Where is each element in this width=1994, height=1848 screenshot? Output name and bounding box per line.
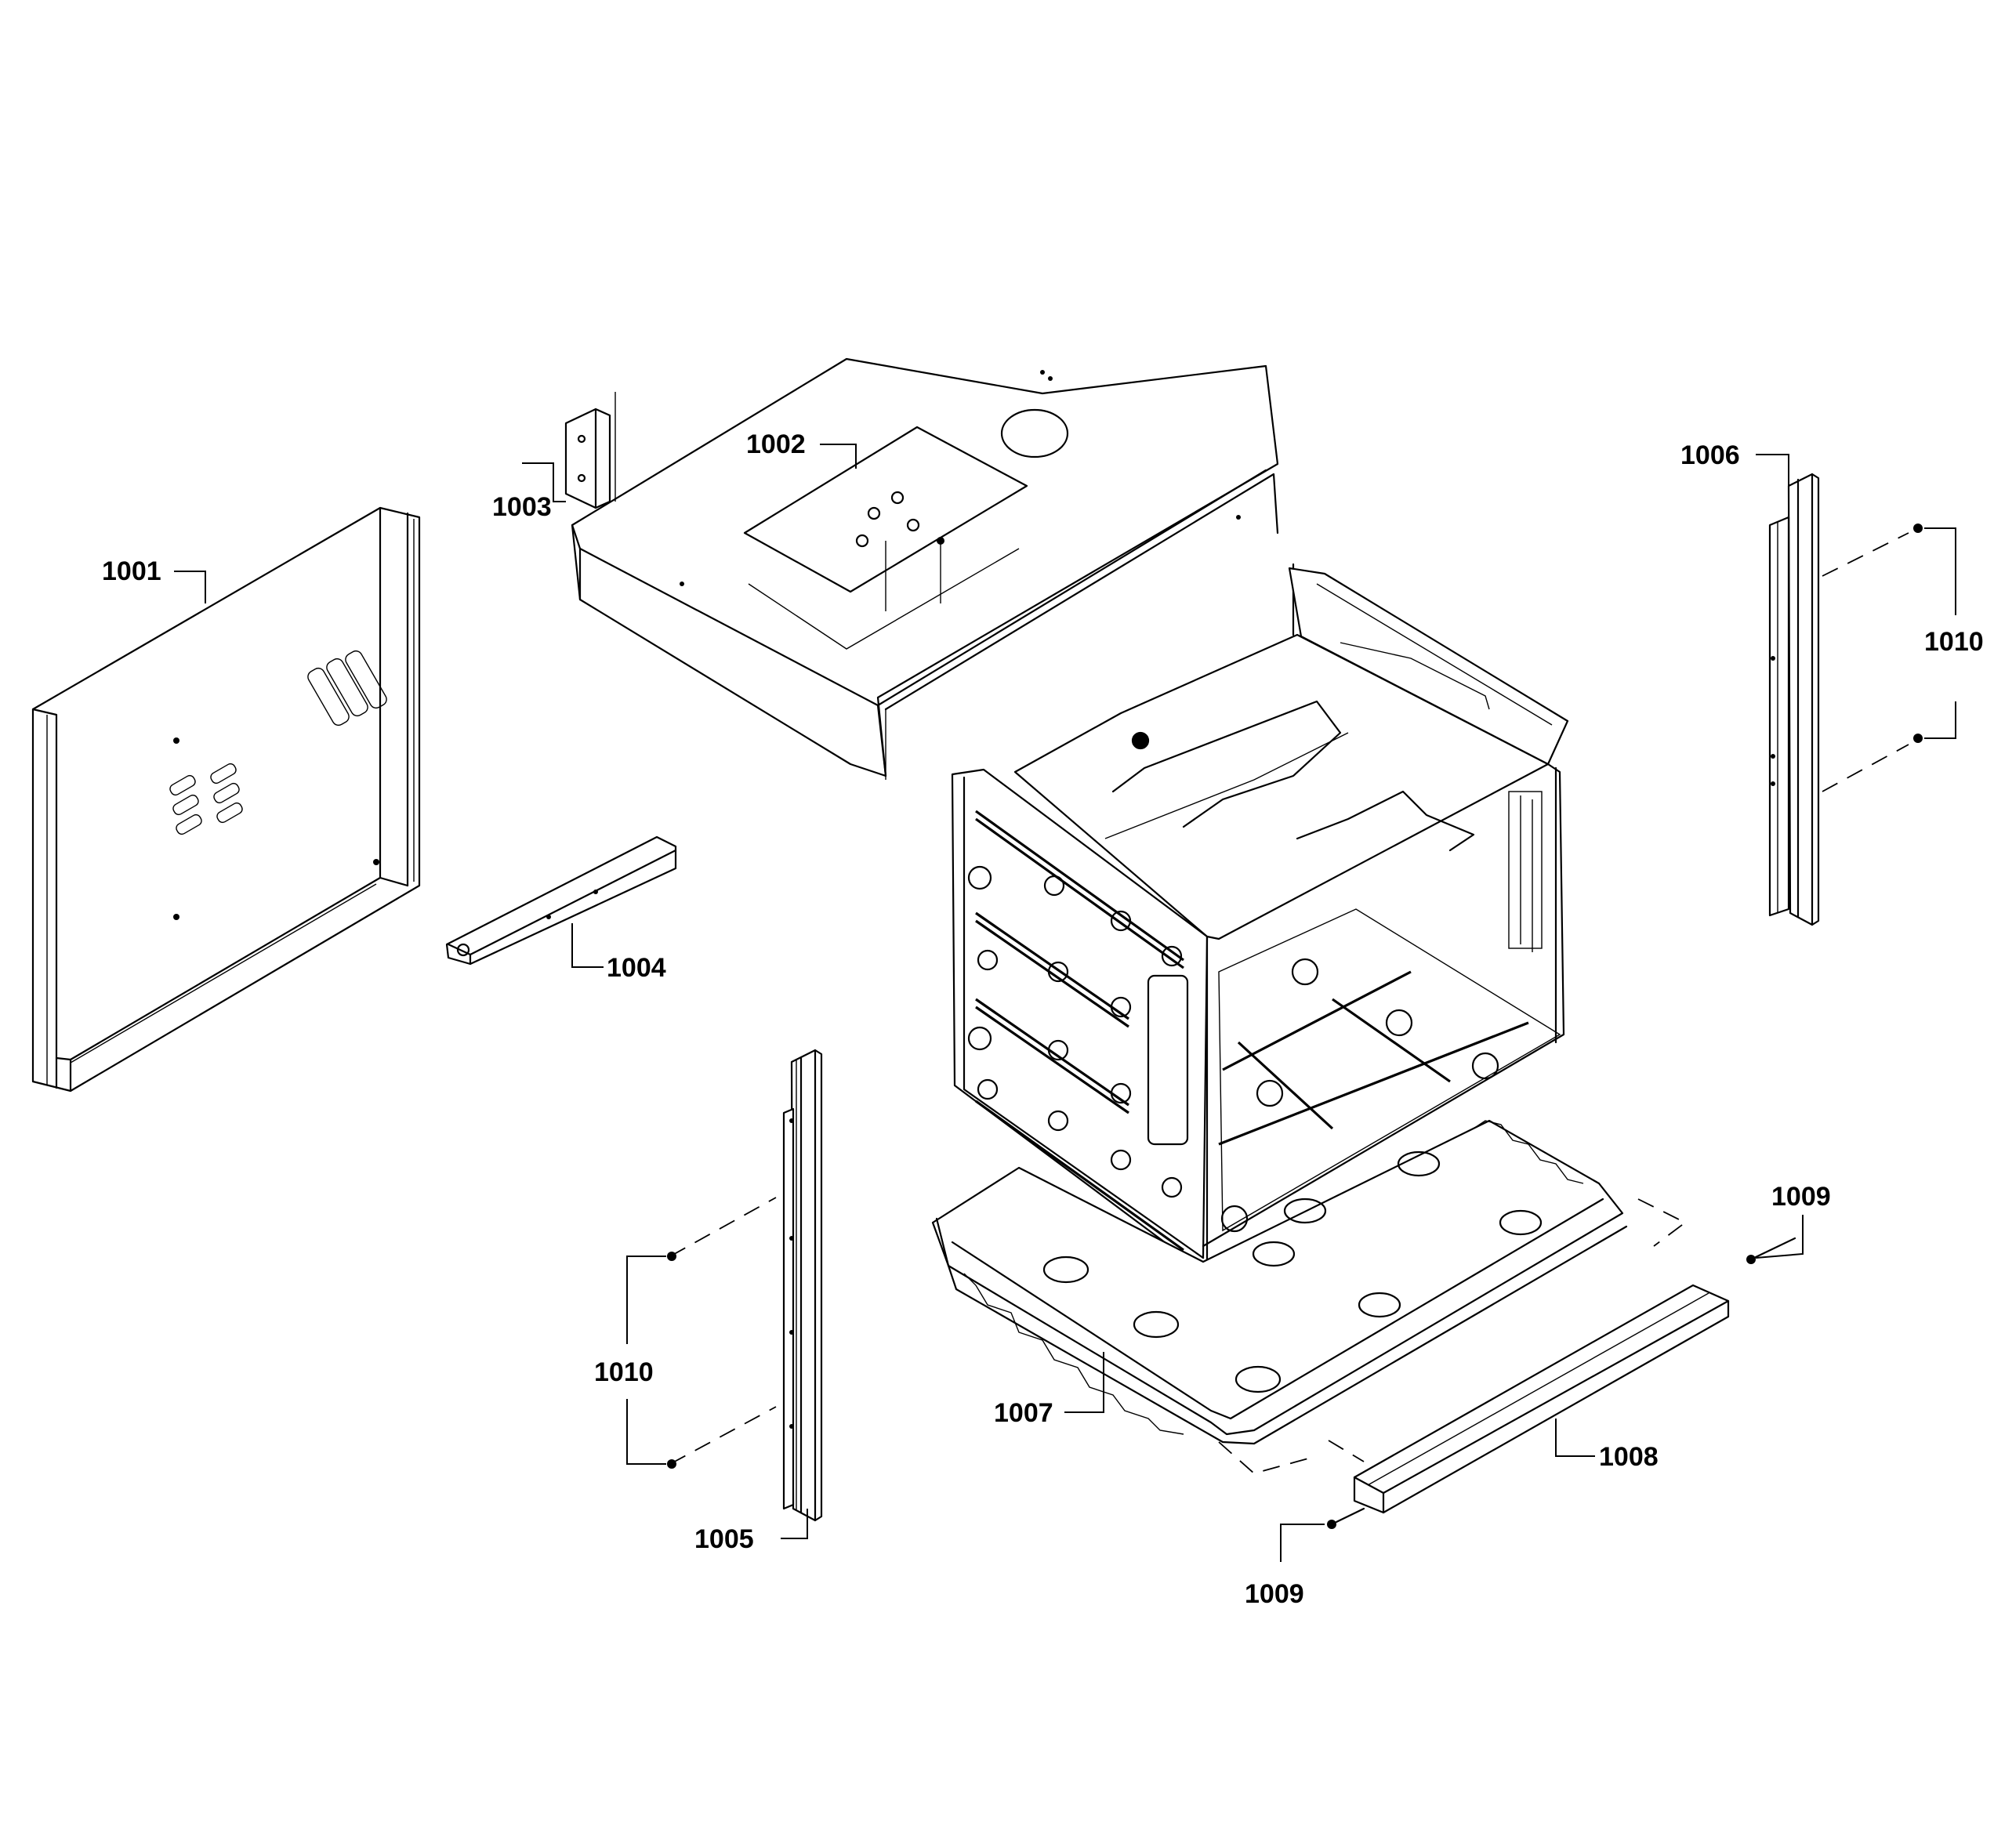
label-1001: 1001: [102, 556, 161, 586]
label-1006: 1006: [1680, 440, 1740, 470]
label-1009-bottom: 1009: [1245, 1579, 1304, 1609]
part-1004-bracket: [445, 835, 677, 966]
label-1010-left: 1010: [594, 1357, 654, 1387]
label-1009-top: 1009: [1771, 1182, 1831, 1212]
oven-cavity: [951, 563, 1569, 1270]
label-1004: 1004: [607, 953, 666, 983]
part-1006-strip: [1768, 473, 1909, 926]
label-1003: 1003: [492, 492, 552, 522]
screw-1009-b: [1327, 1520, 1336, 1529]
label-1005: 1005: [694, 1524, 754, 1554]
part-labels: 1001 1002 1003 1004 1005 1006 1007 1008 …: [102, 429, 1984, 1609]
label-1007: 1007: [994, 1398, 1053, 1428]
part-1003-bracket: [564, 392, 616, 509]
screw-1010-a-top: [1913, 524, 1923, 533]
label-1008: 1008: [1599, 1442, 1659, 1472]
part-1005-strip: [669, 1049, 823, 1522]
screws: [667, 524, 1923, 1529]
part-1002-top-panel: [571, 357, 1279, 780]
label-1002: 1002: [746, 429, 806, 459]
part-1001-side-panel: [31, 506, 421, 1092]
screw-1009-a: [1746, 1255, 1756, 1264]
screw-1010-b-top: [667, 1252, 676, 1261]
part-1007-bottom-tray: [931, 1119, 1687, 1474]
part-1008-front-rail: [1328, 1284, 1730, 1514]
screw-1010-b-bottom: [667, 1459, 676, 1469]
label-1010-right: 1010: [1924, 627, 1984, 657]
leader-lines: [174, 444, 1956, 1562]
screw-1010-a-bottom: [1913, 734, 1923, 743]
